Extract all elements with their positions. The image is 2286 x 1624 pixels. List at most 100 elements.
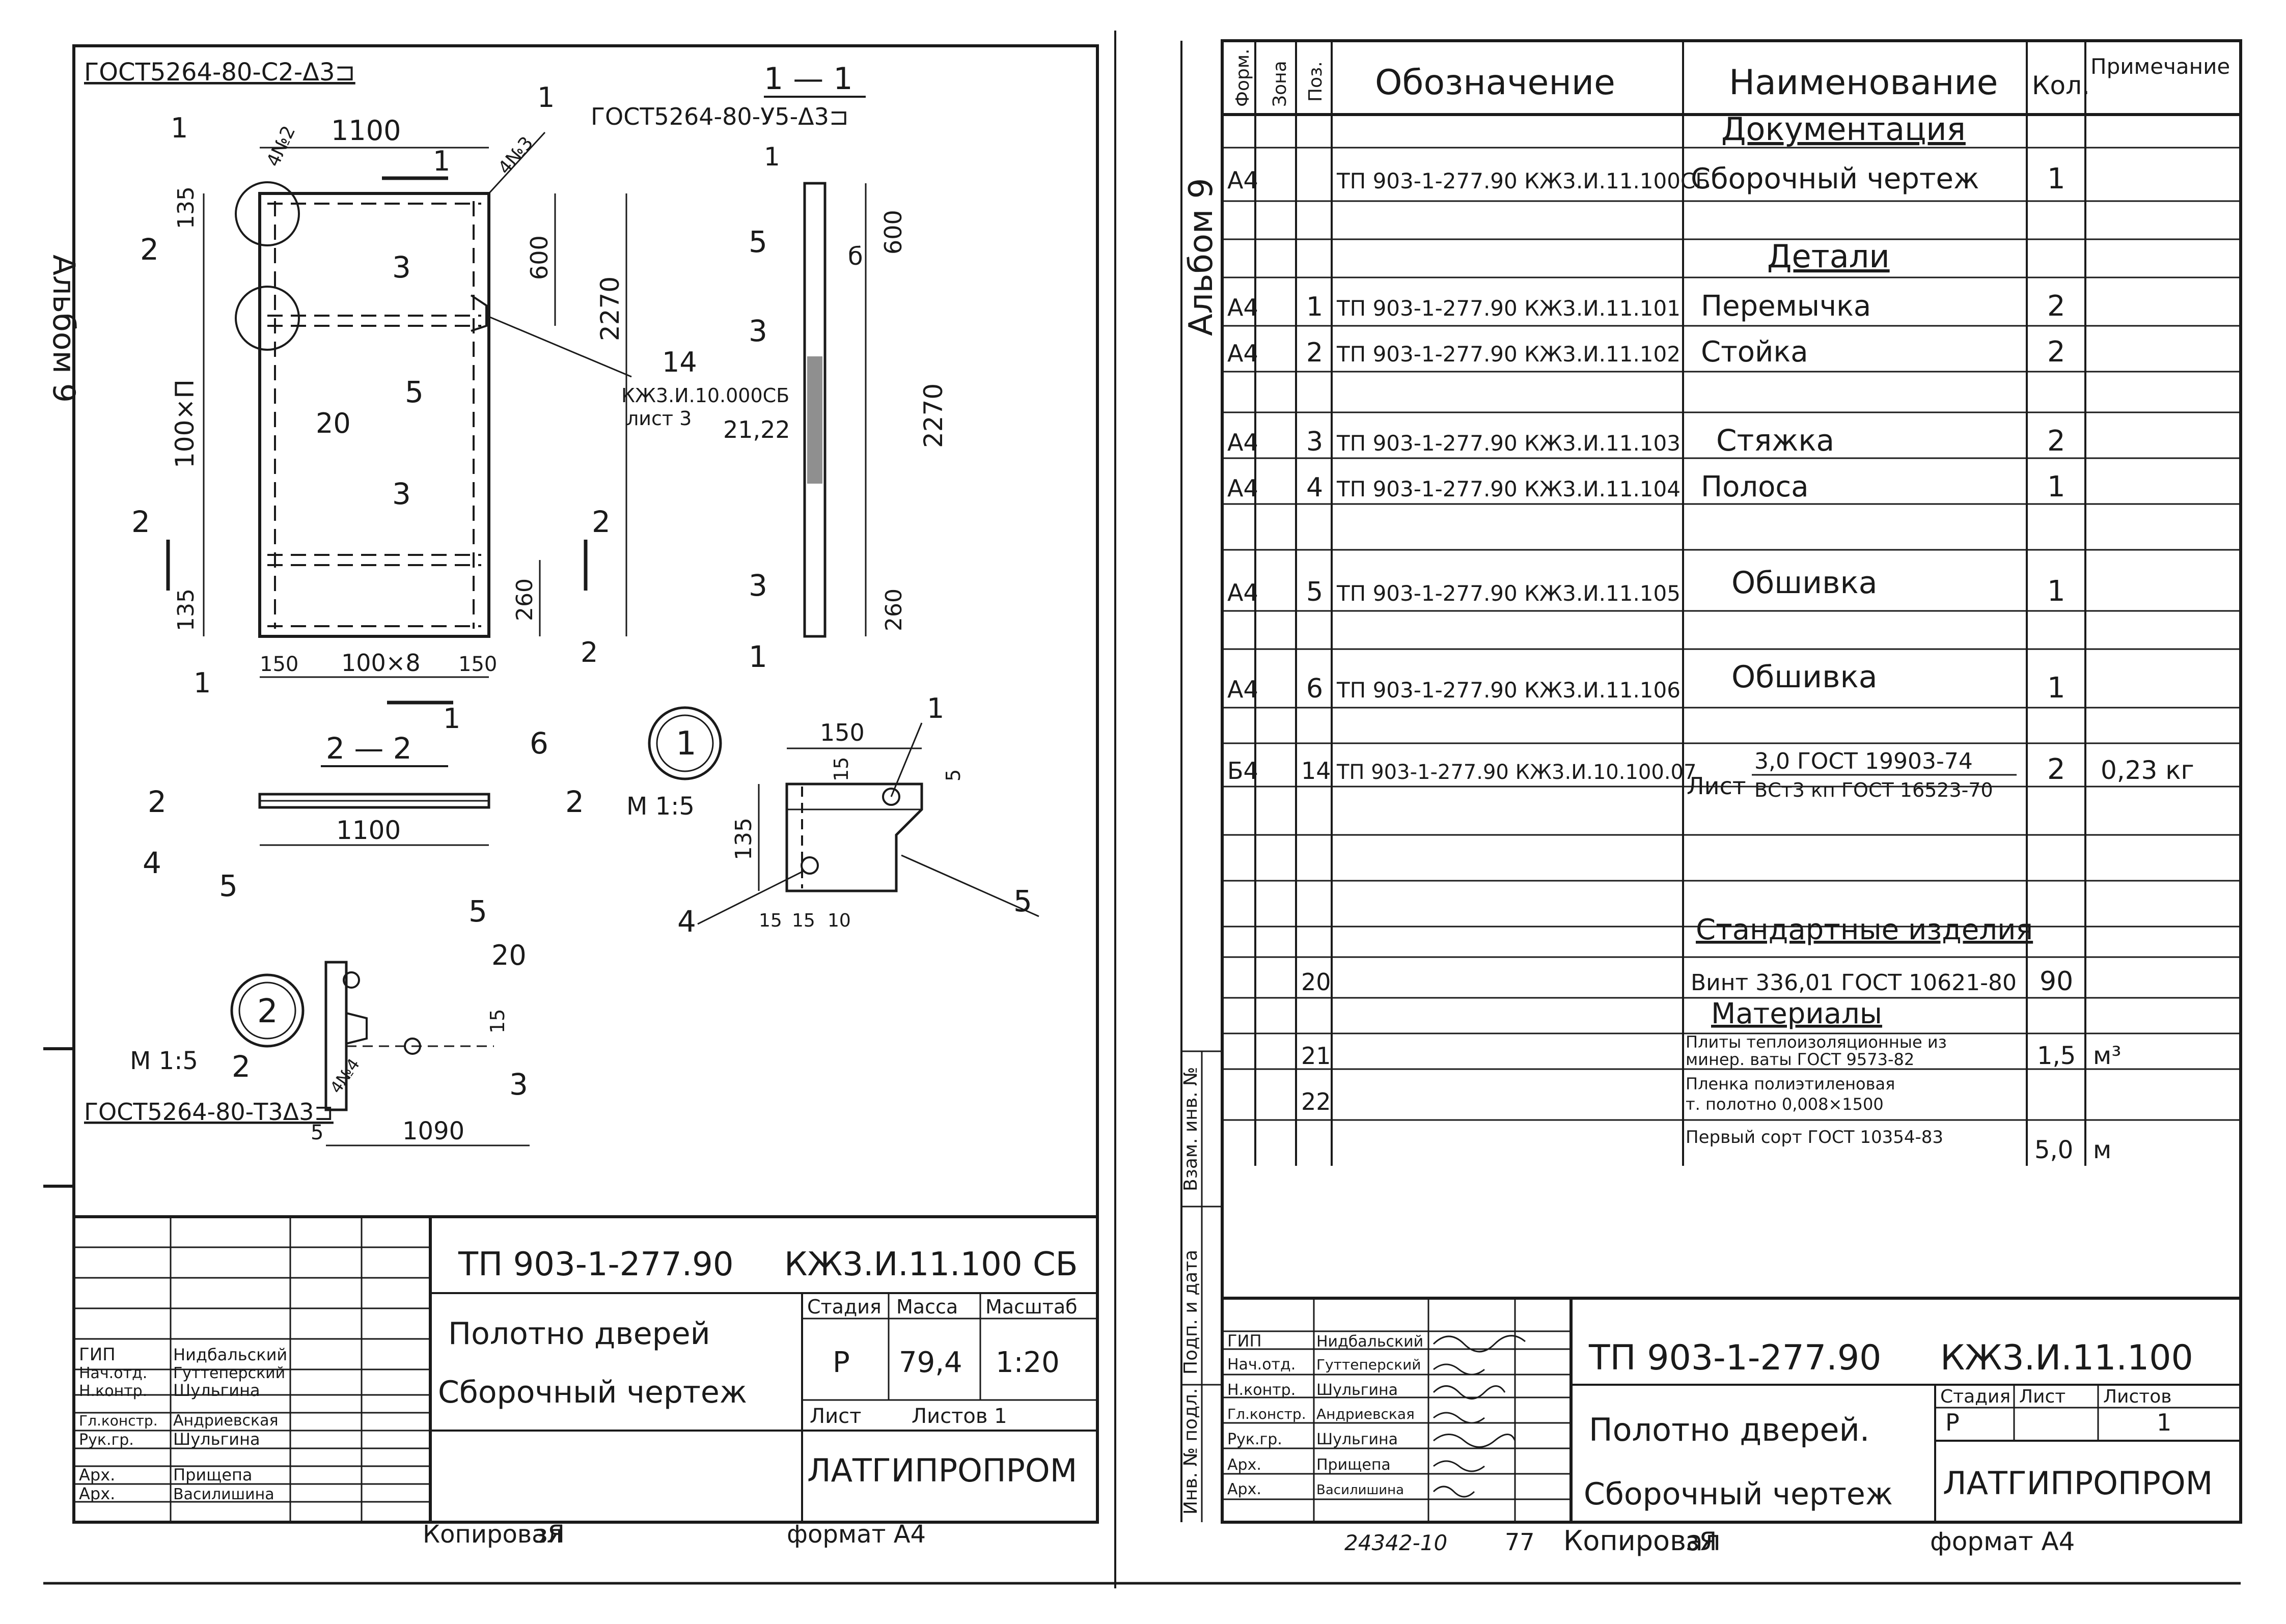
role-nach-otd: Нач.отд. (79, 1364, 147, 1382)
left-title-block: ГИП Нач.отд. Н.контр. Гл.констр. Рук.гр.… (74, 1215, 1097, 1522)
s1-pos-3-bottom: 3 (749, 568, 767, 603)
node-1-pos-1: 1 (927, 692, 944, 724)
right-title-1: Полотно дверей. (1589, 1411, 1869, 1448)
row11-note: м (2093, 1136, 2111, 1164)
left-doc-mark: КЖ3.И.11.100 СБ (784, 1246, 1078, 1283)
role-arh-2: Арх. (79, 1484, 115, 1503)
role-gl-konstr: Гл.констр. (79, 1412, 158, 1429)
node-2-badge-inner (238, 982, 296, 1040)
row1-name: Перемычка (1701, 290, 1871, 323)
row10-pos: 22 (1301, 1088, 1331, 1115)
pos-5: 5 (405, 375, 424, 409)
right-side-stamps: Взам. инв. № Подп. и дата Инв. № подл. (1180, 1050, 1222, 1522)
node-1-screw (801, 856, 819, 875)
node-2-pos-20: 20 (491, 939, 527, 971)
row4-format: А4 (1227, 474, 1258, 502)
row3-qty: 2 (2047, 425, 2065, 458)
row9-name-2: минер. ваты ГОСТ 9573-82 (1686, 1050, 1914, 1069)
row9-name-1: Плиты теплоизоляционные из (1686, 1032, 1947, 1052)
leader (697, 870, 805, 925)
hdr-pos: Поз. (1305, 61, 1326, 102)
node-1-number: 1 (676, 725, 697, 763)
row9-note: м³ (2093, 1042, 2121, 1070)
left-doc-code: ТП 903-1-277.90 (458, 1246, 734, 1283)
spec-row: А4 5 ТП 903-1-277.90 КЖ3.И.11.105 Обшивк… (1227, 565, 2065, 608)
leader (901, 854, 1039, 917)
row6-name: Обшивка (1731, 659, 1878, 695)
sec-materials: Материалы (1711, 997, 1882, 1030)
row5-name: Обшивка (1731, 565, 1878, 601)
sec-documentation: Документация (1721, 110, 1966, 148)
pos-3-bottom: 3 (392, 477, 411, 511)
left-title-1: Полотно дверей (448, 1316, 710, 1352)
spec-row: А4 2 ТП 903-1-277.90 КЖ3.И.11.102 Стойка… (1227, 335, 2065, 369)
node-1-d135: 135 (731, 818, 757, 860)
left-scale: 1:20 (996, 1346, 1060, 1379)
name-5: Шульгина (173, 1430, 260, 1449)
row2-format: А4 (1227, 340, 1258, 367)
node-2-screw (343, 971, 360, 989)
row2-qty: 2 (2047, 335, 2065, 369)
row6-qty: 1 (2047, 671, 2065, 705)
section-1-1-title: 1 — 1 (764, 61, 853, 97)
signature-scribbles (1433, 1335, 1526, 1498)
node-2-d15: 15 (486, 1009, 509, 1033)
row7-designation: ТП 903-1-277.90 КЖ3.И.10.100.07 (1336, 761, 1696, 784)
node-2-d1090: 1090 (402, 1117, 464, 1145)
s1-dim-2270: 2270 (919, 383, 948, 448)
node-1-pos-5: 5 (1013, 884, 1032, 918)
r-role-n-kontr: Н.контр. (1227, 1381, 1296, 1399)
node-2-pos-5: 5 (469, 894, 487, 929)
pos-20: 20 (316, 407, 351, 439)
spec-row: А4 6 ТП 903-1-277.90 КЖ3.И.11.106 Обшивк… (1227, 659, 2065, 705)
spec-row: А4 4 ТП 903-1-277.90 КЖ3.И.11.104 Полоса… (1227, 470, 2065, 503)
row7-name-bottom: ВСт3 кп ГОСТ 16523-70 (1754, 779, 1993, 801)
s1-pos-21-22: 21,22 (723, 416, 790, 443)
weld-note-top-left: ГОСТ5264-80-С2-Δ3⊐ (84, 58, 355, 87)
section-2-2: 2 — 2 1100 2 6 2 4 5 (143, 726, 584, 903)
page-number: 77 (1505, 1528, 1535, 1556)
node-1-badge (648, 706, 722, 780)
insulation-hatch (807, 356, 822, 484)
dim-135-bottom: 135 (173, 589, 199, 631)
r-role-gip: ГИП (1227, 1331, 1262, 1351)
row3-format: А4 (1227, 429, 1258, 456)
r-name-7: Василишина (1316, 1482, 1404, 1498)
s2-pos-2-left: 2 (148, 785, 167, 819)
section-1-outline (803, 182, 827, 638)
leader (486, 315, 632, 378)
row7-format: Б4 (1227, 757, 1258, 785)
dim-2270: 2270 (595, 276, 625, 341)
name-4: Андриевская (173, 1412, 279, 1430)
s1-dim-b: б (848, 242, 863, 271)
row10-name-2: т. полотно 0,008×1500 (1686, 1095, 1884, 1114)
r-role-gl-konstr: Гл.констр. (1227, 1406, 1306, 1422)
dim-260: 260 (512, 578, 538, 621)
node-2-stile (324, 961, 348, 1111)
left-format: формат А4 (787, 1520, 926, 1549)
dim-600: 600 (526, 235, 553, 280)
role-gip: ГИП (79, 1345, 116, 1365)
door-elevation: 1100 135 100×П 135 600 2270 260 150 100×… (131, 81, 789, 735)
left-sheets-label: Листов 1 (912, 1405, 1007, 1428)
left-side-mark: Альбом 9 (46, 255, 81, 403)
spec-row: А4 3 ТП 903-1-277.90 КЖ3.И.11.103 Стяжка… (1227, 423, 2065, 458)
left-org: ЛАТГИПРОПРОМ (807, 1452, 1077, 1489)
name-7: Василишина (173, 1486, 274, 1503)
row4-pos: 4 (1306, 472, 1323, 503)
row3-pos: 3 (1306, 427, 1323, 457)
row4-designation: ТП 903-1-277.90 КЖ3.И.11.104 (1336, 477, 1681, 501)
node-1-badge-inner (656, 714, 714, 772)
right-format: формат А4 (1930, 1527, 2075, 1556)
hdr-zone: Зона (1270, 61, 1290, 107)
pos-3-top: 3 (392, 250, 411, 285)
row5-pos: 5 (1306, 577, 1323, 607)
spec-row: 20 Винт 336,01 ГОСТ 10621-80 90 (1301, 966, 2073, 997)
node-2-d5: 5 (311, 1121, 323, 1144)
archive-number: 24342-10 (1344, 1530, 1447, 1555)
row7-note: 0,23 кг (2101, 755, 2194, 785)
node-2-pos-2: 2 (232, 1049, 251, 1084)
cut-1-bottom-label: 1 (443, 703, 460, 735)
node-1-d15: 15 (830, 757, 852, 781)
left-sheet-label: Лист (810, 1405, 861, 1428)
